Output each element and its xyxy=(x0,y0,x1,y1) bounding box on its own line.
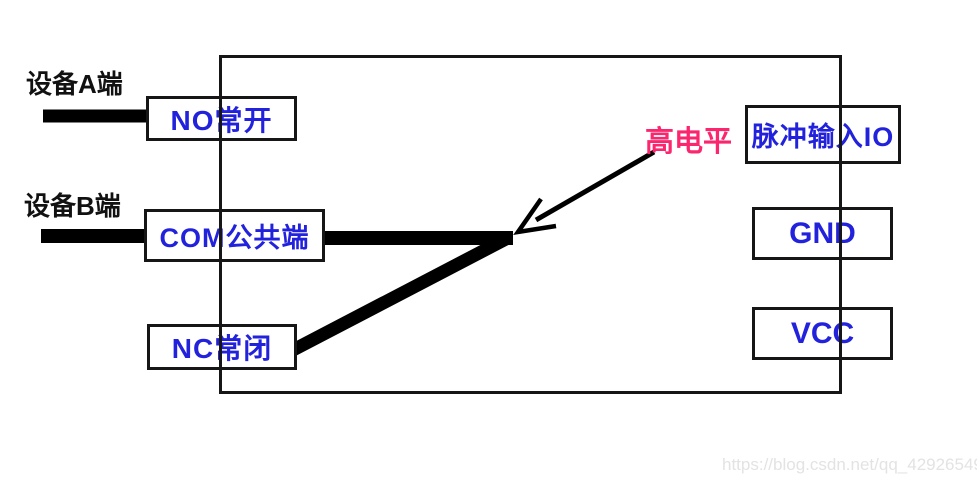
device-a-label: 设备A端 xyxy=(26,69,123,99)
terminal-nc-label: NC常闭 xyxy=(171,333,273,364)
annotation-arrow-shaft xyxy=(534,149,656,223)
annotation-arrowhead-icon xyxy=(513,197,557,236)
terminal-box-no: NO常开 xyxy=(146,96,297,141)
pin-box-gnd: GND xyxy=(752,207,893,260)
pin-box-pulse-io: 脉冲输入IO xyxy=(745,105,901,164)
pin-box-vcc: VCC xyxy=(752,307,893,360)
pin-vcc-label: VCC xyxy=(790,316,855,350)
watermark-url: https://blog.csdn.net/qq_42926549 xyxy=(722,455,977,474)
terminal-box-nc: NC常闭 xyxy=(147,324,297,370)
high-level-annotation: 高电平 xyxy=(645,126,733,158)
device-b-label: 设备B端 xyxy=(24,191,121,221)
pin-pulse-io-label: 脉冲输入IO xyxy=(751,122,895,152)
switch-blade-to-nc xyxy=(286,231,513,358)
pin-gnd-label: GND xyxy=(789,216,856,250)
terminal-box-com: COM公共端 xyxy=(144,209,325,262)
terminal-com-label: COM公共端 xyxy=(159,223,310,253)
terminal-no-label: NO常开 xyxy=(170,104,273,136)
